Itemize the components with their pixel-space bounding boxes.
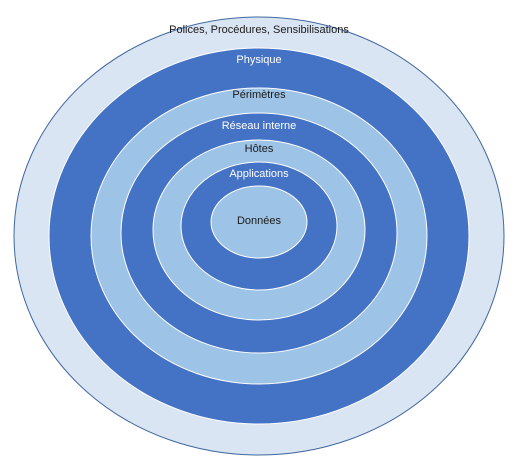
label-perimeters: Périmètres <box>232 89 286 101</box>
ring-data <box>210 185 308 259</box>
label-applications: Applications <box>229 168 289 180</box>
label-policies: Polices, Procédures, Sensibilisations <box>169 24 349 36</box>
label-hosts: Hôtes <box>245 143 274 155</box>
label-physical: Physique <box>236 54 281 66</box>
label-internal-network: Réseau interne <box>222 120 297 132</box>
label-data: Données <box>237 215 282 227</box>
